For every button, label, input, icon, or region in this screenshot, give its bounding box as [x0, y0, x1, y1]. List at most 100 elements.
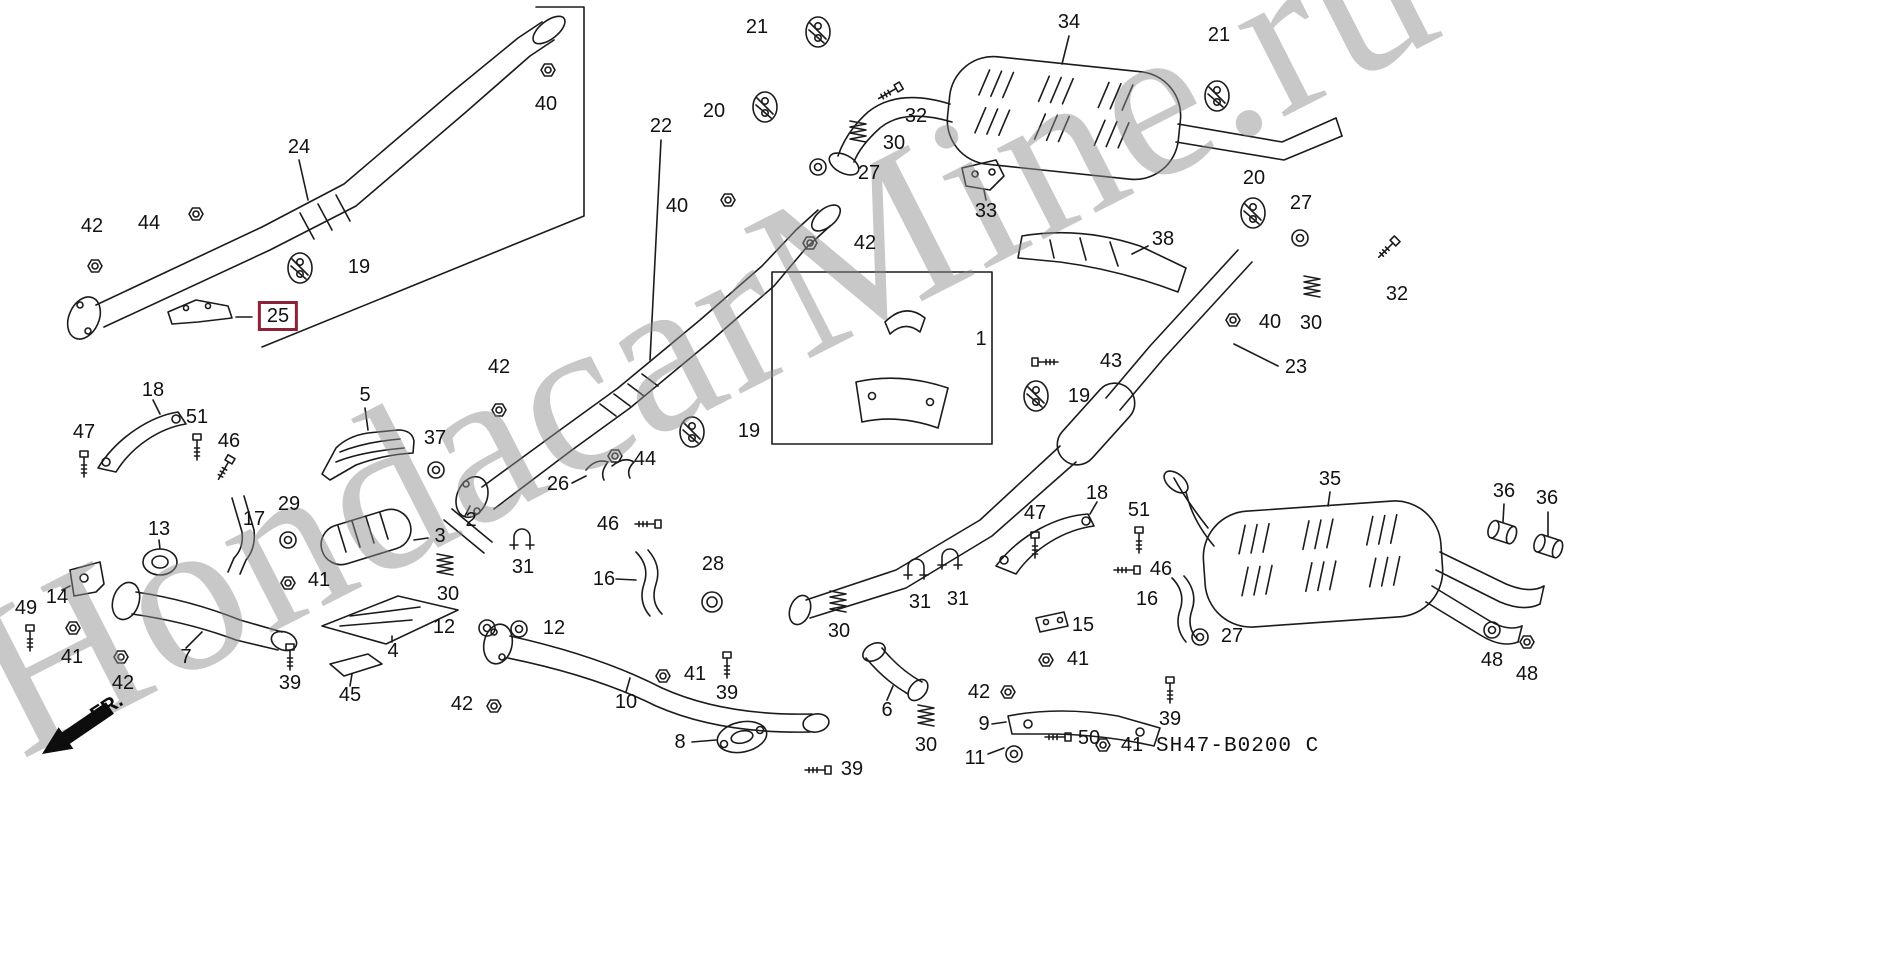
part-callout-40[interactable]: 40 — [534, 93, 558, 115]
part-callout-37[interactable]: 37 — [423, 427, 447, 449]
part-callout-42[interactable]: 42 — [487, 356, 511, 378]
part-callout-47[interactable]: 47 — [1023, 502, 1047, 524]
part-callout-18[interactable]: 18 — [1085, 482, 1109, 504]
part-callout-36[interactable]: 36 — [1535, 487, 1559, 509]
part-callout-19[interactable]: 19 — [737, 420, 761, 442]
part-callout-40[interactable]: 40 — [665, 195, 689, 217]
part-callout-16[interactable]: 16 — [1135, 588, 1159, 610]
catalytic-converter-3 — [320, 505, 493, 566]
part-callout-31[interactable]: 31 — [908, 591, 932, 613]
part-callout-8[interactable]: 8 — [674, 731, 686, 753]
part-callout-41[interactable]: 41 — [60, 646, 84, 668]
part-callout-35[interactable]: 35 — [1318, 468, 1342, 490]
pipe-6 — [862, 642, 929, 702]
part-callout-42[interactable]: 42 — [80, 215, 104, 237]
part-callout-10[interactable]: 10 — [614, 691, 638, 713]
part-callout-13[interactable]: 13 — [147, 518, 171, 540]
part-callout-51[interactable]: 51 — [1127, 499, 1151, 521]
part-callout-41[interactable]: 41 — [683, 663, 707, 685]
part-callout-19[interactable]: 19 — [347, 256, 371, 278]
part-callout-30[interactable]: 30 — [914, 734, 938, 756]
part-callout-21[interactable]: 21 — [745, 16, 769, 38]
part-callout-45[interactable]: 45 — [338, 684, 362, 706]
part-callout-6[interactable]: 6 — [881, 699, 893, 721]
part-callout-24[interactable]: 24 — [287, 136, 311, 158]
stay-18-left — [97, 399, 187, 473]
part-callout-40[interactable]: 40 — [1258, 311, 1282, 333]
part-callout-38[interactable]: 38 — [1151, 228, 1175, 250]
part-callout-20[interactable]: 20 — [702, 100, 726, 122]
part-callout-27[interactable]: 27 — [857, 162, 881, 184]
part-callout-41[interactable]: 41 — [1120, 734, 1144, 756]
part-callout-14[interactable]: 14 — [45, 586, 69, 608]
bracket-9-11 — [987, 710, 1161, 755]
part-callout-30[interactable]: 30 — [436, 583, 460, 605]
part-callout-41[interactable]: 41 — [1066, 648, 1090, 670]
part-callout-33[interactable]: 33 — [974, 200, 998, 222]
part-callout-7[interactable]: 7 — [180, 646, 192, 668]
part-callout-4[interactable]: 4 — [387, 640, 399, 662]
part-callout-32[interactable]: 32 — [904, 105, 928, 127]
part-callout-31[interactable]: 31 — [946, 588, 970, 610]
bracket-33 — [961, 159, 1005, 201]
part-callout-39[interactable]: 39 — [278, 672, 302, 694]
part-callout-20[interactable]: 20 — [1242, 167, 1266, 189]
part-callout-18[interactable]: 18 — [141, 379, 165, 401]
part-callout-30[interactable]: 30 — [882, 132, 906, 154]
part-callout-50[interactable]: 50 — [1077, 727, 1101, 749]
part-callout-46[interactable]: 46 — [217, 430, 241, 452]
part-callout-28[interactable]: 28 — [701, 553, 725, 575]
part-callout-44[interactable]: 44 — [633, 448, 657, 470]
part-callout-48[interactable]: 48 — [1480, 649, 1504, 671]
part-callout-19[interactable]: 19 — [1067, 385, 1091, 407]
part-callout-12[interactable]: 12 — [432, 616, 456, 638]
part-callout-1[interactable]: 1 — [975, 328, 987, 350]
part-callout-49[interactable]: 49 — [14, 597, 38, 619]
part-callout-42[interactable]: 42 — [111, 672, 135, 694]
part-callout-15[interactable]: 15 — [1071, 614, 1095, 636]
part-callout-2[interactable]: 2 — [465, 509, 477, 531]
part-callout-44[interactable]: 44 — [137, 212, 161, 234]
part-callout-36[interactable]: 36 — [1492, 480, 1516, 502]
part-callout-21[interactable]: 21 — [1207, 24, 1231, 46]
part-callout-9[interactable]: 9 — [978, 713, 990, 735]
part-callout-31[interactable]: 31 — [511, 556, 535, 578]
part-callout-16[interactable]: 16 — [592, 568, 616, 590]
part-callout-27[interactable]: 27 — [1289, 192, 1313, 214]
part-callout-17[interactable]: 17 — [242, 508, 266, 530]
bracket-16-left — [615, 549, 663, 617]
part-callout-42[interactable]: 42 — [853, 232, 877, 254]
part-callout-41[interactable]: 41 — [307, 569, 331, 591]
flange-gasket-8 — [691, 720, 768, 754]
part-callout-47[interactable]: 47 — [72, 421, 96, 443]
part-callout-30[interactable]: 30 — [827, 620, 851, 642]
stay-18-right — [995, 501, 1098, 575]
part-callout-39[interactable]: 39 — [715, 682, 739, 704]
part-callout-39[interactable]: 39 — [1158, 708, 1182, 730]
exhaust-pipe-a-24 — [66, 15, 566, 340]
part-callout-30[interactable]: 30 — [1299, 312, 1323, 334]
assembly-box-1 — [771, 271, 993, 445]
part-callout-43[interactable]: 43 — [1099, 350, 1123, 372]
part-callout-42[interactable]: 42 — [450, 693, 474, 715]
part-callout-29[interactable]: 29 — [277, 493, 301, 515]
part-callout-23[interactable]: 23 — [1284, 356, 1308, 378]
part-callout-27[interactable]: 27 — [1220, 625, 1244, 647]
part-callout-48[interactable]: 48 — [1515, 663, 1539, 685]
part-callout-39[interactable]: 39 — [840, 758, 864, 780]
part-callout-34[interactable]: 34 — [1057, 11, 1081, 33]
part-callout-32[interactable]: 32 — [1385, 283, 1409, 305]
part-callout-22[interactable]: 22 — [649, 115, 673, 137]
part-callout-12[interactable]: 12 — [542, 617, 566, 639]
part-callout-25-highlighted[interactable]: 25 — [257, 301, 299, 331]
part-callout-11[interactable]: 11 — [964, 747, 986, 769]
part-callout-5[interactable]: 5 — [359, 384, 371, 406]
part-callout-42[interactable]: 42 — [967, 681, 991, 703]
part-callout-46[interactable]: 46 — [1149, 558, 1173, 580]
part-callout-3[interactable]: 3 — [434, 525, 446, 547]
part-callout-46[interactable]: 46 — [596, 513, 620, 535]
part-callout-51[interactable]: 51 — [185, 406, 209, 428]
frame-boundary-lines — [261, 6, 585, 348]
part-callout-26[interactable]: 26 — [546, 473, 570, 495]
